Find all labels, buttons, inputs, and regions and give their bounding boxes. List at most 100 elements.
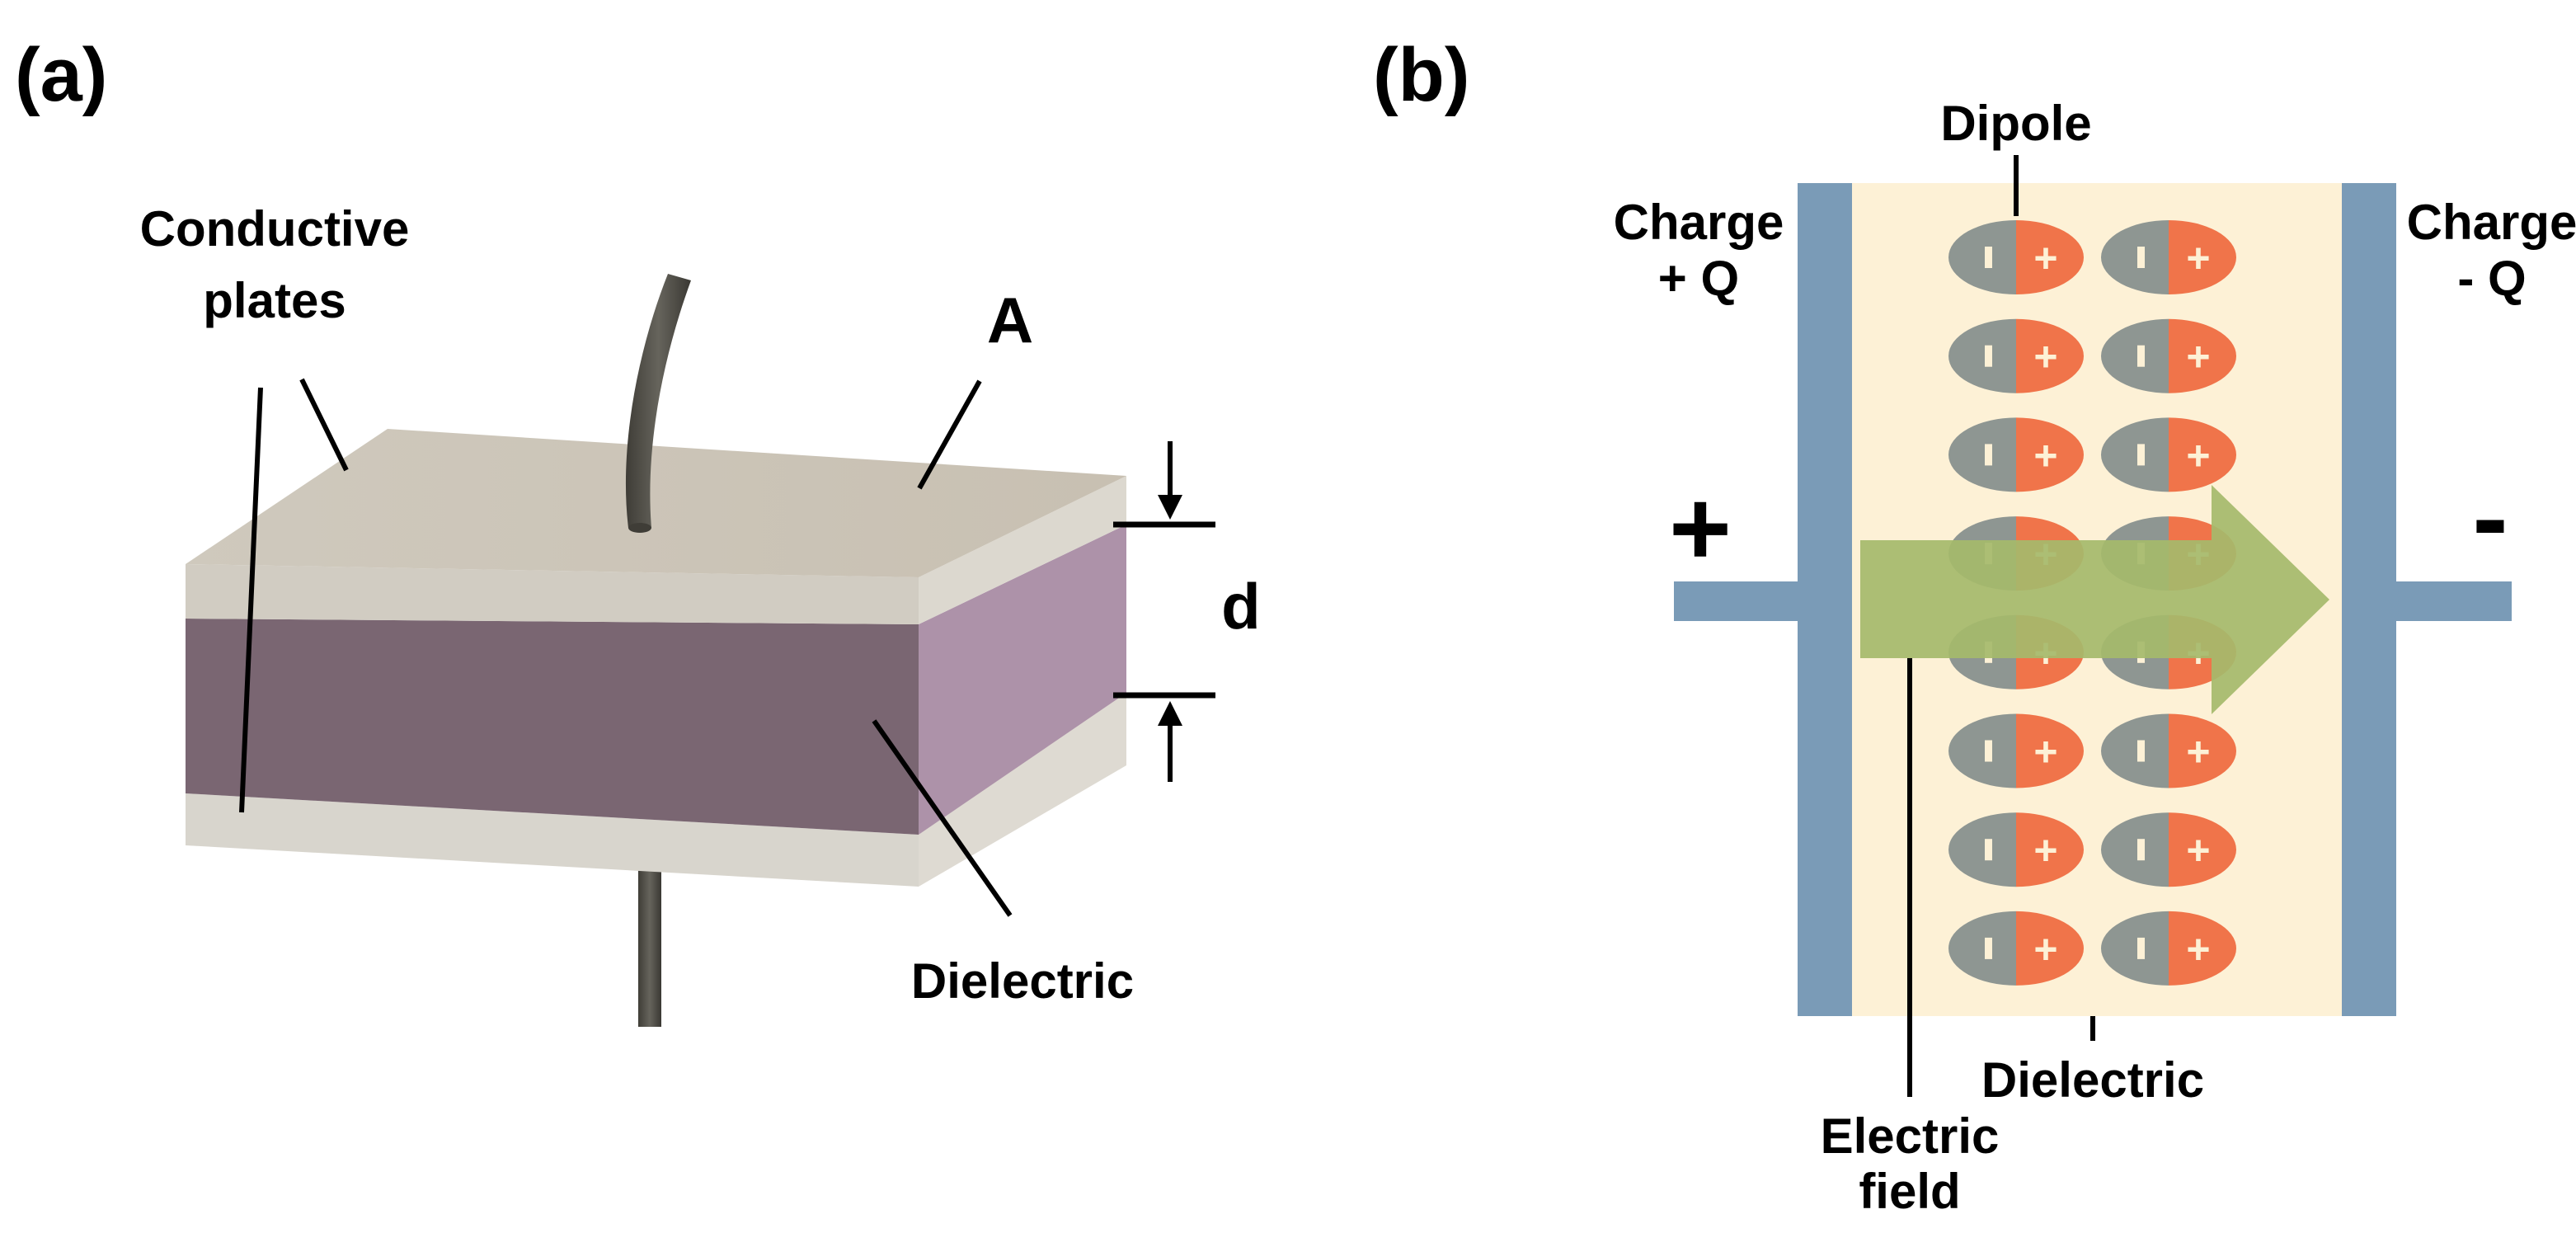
dipole: +	[2101, 220, 2236, 294]
dipole-negative-sign	[1985, 444, 1992, 466]
d-top-arrow-head	[1158, 495, 1182, 520]
d-bottom-arrow-head	[1158, 701, 1182, 726]
charge-positive-label-line2: + Q	[1658, 251, 1739, 306]
dipole-negative-half	[2101, 713, 2169, 788]
dipole-positive-half	[2016, 417, 2084, 492]
dipole-negative-half	[2101, 417, 2169, 492]
dipole-positive-sign: +	[2033, 729, 2057, 775]
capacitor-front-bottom-plate	[186, 793, 919, 887]
dipole-negative-sign	[2137, 839, 2145, 861]
dipole-negative-half	[1948, 318, 2016, 393]
dipole-negative-sign	[1985, 247, 1992, 268]
dielectric-leader-a	[872, 719, 1013, 917]
charge-negative-label-line2: - Q	[2457, 251, 2526, 306]
plus-terminal-sign: +	[1669, 468, 1732, 588]
dipole-negative-sign	[1985, 937, 1992, 959]
dipole-negative-sign	[2137, 345, 2145, 367]
charge-negative-label-line1: Charge	[2407, 195, 2576, 250]
dipole-positive-half	[2169, 812, 2236, 887]
dipole: +	[1948, 713, 2084, 788]
dipole: +	[1948, 220, 2084, 294]
panel-a-label: (a)	[15, 33, 107, 117]
dipole-positive-sign: +	[2033, 235, 2057, 281]
top-lead-wire	[625, 274, 691, 528]
capacitor-front-dielectric	[186, 619, 919, 835]
panel-a: (a) Conductive plates A d Dielectric	[15, 33, 1261, 1027]
dielectric-label-a: Dielectric	[911, 953, 1134, 1009]
dipole-negative-half	[2101, 220, 2169, 294]
dipole-positive-half	[2016, 318, 2084, 393]
negative-plate	[2342, 183, 2396, 1016]
dipole-negative-sign	[2137, 444, 2145, 466]
dipole-positive-sign: +	[2033, 827, 2057, 873]
dipole: +	[2101, 318, 2236, 393]
dipole-positive-half	[2169, 417, 2236, 492]
dipole: +	[1948, 417, 2084, 492]
dipole-positive-sign: +	[2186, 827, 2210, 873]
positive-plate	[1798, 183, 1852, 1016]
dipole-positive-sign: +	[2033, 926, 2057, 972]
dipole: +	[2101, 911, 2236, 986]
dipole-positive-half	[2016, 812, 2084, 887]
dipole-negative-half	[1948, 713, 2016, 788]
dipole: +	[2101, 713, 2236, 788]
dipole-negative-sign	[1985, 345, 1992, 367]
charge-positive-label-line1: Charge	[1614, 195, 1784, 250]
capacitor-front-top-plate	[186, 564, 919, 624]
dipole: +	[2101, 417, 2236, 492]
dielectric-label-b: Dielectric	[1981, 1052, 2204, 1108]
electric-field-arrow	[1860, 485, 2329, 714]
dipole-positive-half	[2169, 220, 2236, 294]
dipole-positive-sign: +	[2186, 334, 2210, 380]
dipole-negative-half	[1948, 220, 2016, 294]
capacitor-side-top-plate	[919, 476, 1126, 624]
area-leader	[917, 379, 982, 490]
dipole: +	[1948, 812, 2084, 887]
dipole-negative-half	[1948, 911, 2016, 986]
dipole-negative-half	[2101, 812, 2169, 887]
conductive-plates-leader-top	[299, 378, 349, 472]
capacitor-side-dielectric	[919, 525, 1126, 835]
conductive-plates-leader-bottom	[239, 387, 263, 813]
area-label: A	[987, 284, 1033, 356]
dipole-positive-half	[2016, 220, 2084, 294]
electric-field-label-line1: Electric	[1821, 1108, 2000, 1164]
dipole-positive-sign: +	[2186, 926, 2210, 972]
dipole-negative-sign	[2137, 740, 2145, 762]
dipole: +	[2101, 812, 2236, 887]
dipole-positive-half	[2169, 713, 2236, 788]
dipole-negative-half	[2101, 911, 2169, 986]
panel-b: (b) ++++++++++++++++ Dipole Charge + Q C…	[1373, 33, 2576, 1219]
panel-b-label: (b)	[1373, 33, 1469, 117]
conductive-plates-label-line1: Conductive	[140, 201, 410, 256]
dipole-positive-sign: +	[2186, 729, 2210, 775]
dipole-negative-sign	[2137, 937, 2145, 959]
minus-terminal-sign: -	[2472, 457, 2508, 577]
positive-lead	[1674, 581, 1798, 621]
dipole-positive-half	[2016, 911, 2084, 986]
dipole-positive-sign: +	[2033, 432, 2057, 478]
conductive-plates-label-line2: plates	[203, 273, 346, 328]
dipole-positive-sign: +	[2033, 334, 2057, 380]
dipole: +	[1948, 318, 2084, 393]
bottom-lead-wire	[638, 866, 661, 1027]
electric-field-label-line2: field	[1859, 1164, 1960, 1219]
distance-label: d	[1221, 570, 1261, 642]
dipole-negative-sign	[2137, 247, 2145, 268]
dipole-positive-half	[2169, 318, 2236, 393]
dipole-negative-half	[1948, 812, 2016, 887]
dipole-label: Dipole	[1940, 96, 2091, 151]
negative-lead	[2396, 581, 2512, 621]
capacitor-top-face	[186, 429, 1126, 577]
dipole-positive-sign: +	[2186, 235, 2210, 281]
dipole: +	[1948, 911, 2084, 986]
top-lead-wire-base	[628, 523, 651, 533]
dipole-positive-half	[2169, 911, 2236, 986]
dipole-negative-half	[2101, 318, 2169, 393]
dipole-negative-sign	[1985, 839, 1992, 861]
dipole-positive-sign: +	[2186, 432, 2210, 478]
dipole-negative-half	[1948, 417, 2016, 492]
dipole-negative-sign	[1985, 740, 1992, 762]
dipole-positive-half	[2016, 713, 2084, 788]
